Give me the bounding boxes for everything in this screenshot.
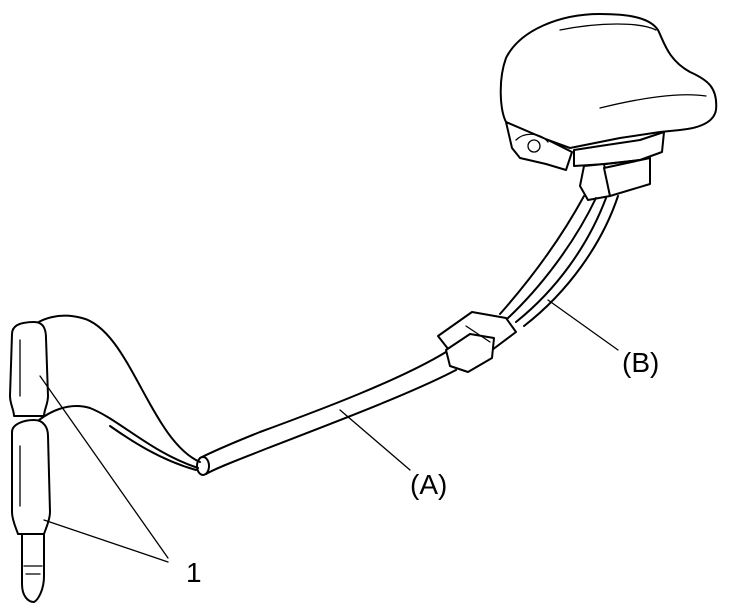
label-a: (A) [410, 469, 447, 500]
cable-a [196, 351, 457, 476]
inline-connector [437, 311, 517, 373]
label-b: (B) [622, 347, 659, 378]
label-1: 1 [186, 557, 202, 588]
connector-housing [499, 13, 718, 201]
sensor-wires [27, 314, 201, 471]
sensor-probe [9, 321, 51, 603]
leader-lines [39, 299, 619, 563]
wire-bundle-b [499, 195, 619, 327]
